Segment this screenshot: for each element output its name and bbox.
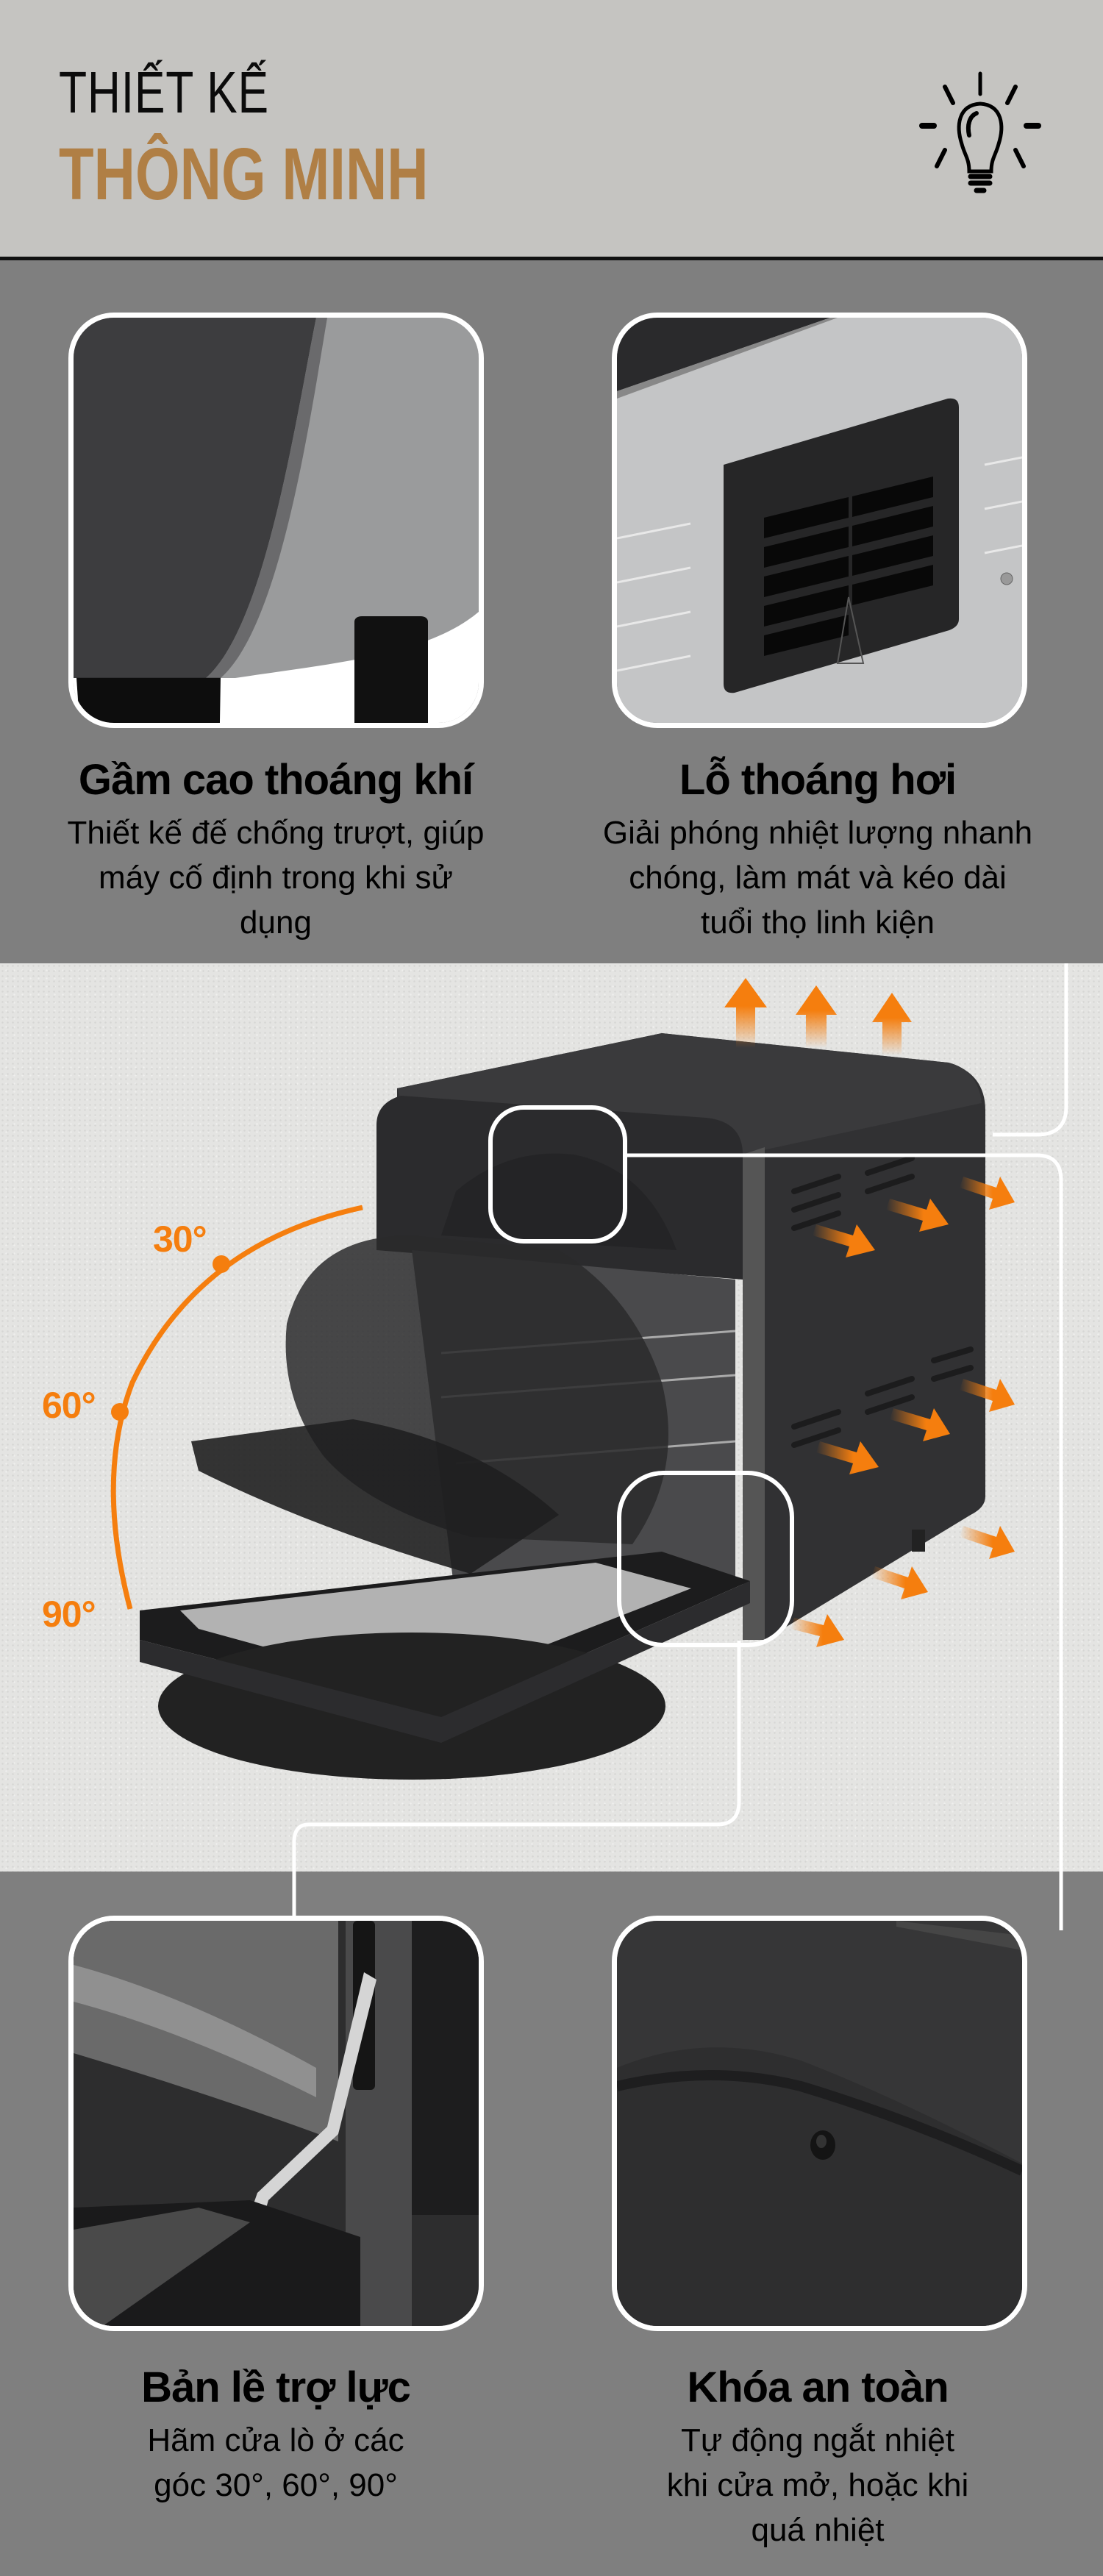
feature-caption-hinge: Bản lề trợ lực Hãm cửa lò ở các góc 30°,… (11, 2362, 540, 2508)
lightbulb-icon (918, 71, 1043, 197)
title-line-2: THÔNG MINH (59, 133, 429, 215)
feature-desc-line: Giải phóng nhiệt lượng nhanh (602, 815, 1033, 851)
feature-desc-line: tuổi thọ linh kiện (701, 905, 935, 941)
title-line-1: THIẾT KẾ (59, 60, 269, 125)
feature-image-vent (612, 313, 1027, 728)
feature-desc-line: Thiết kế đế chống trượt, giúp (67, 815, 485, 851)
header (0, 0, 1103, 257)
angle-label-90: 90° (42, 1594, 96, 1635)
feature-desc-line: khi cửa mở, hoặc khi (666, 2467, 969, 2503)
oven-illustration (0, 647, 1103, 1872)
feature-caption-vent: Lỗ thoáng hơi Giải phóng nhiệt lượng nha… (553, 754, 1082, 945)
feature-title: Bản lề trợ lực (141, 2363, 411, 2411)
feature-caption-safety-lock: Khóa an toàn Tự động ngắt nhiệt khi cửa … (553, 2362, 1082, 2552)
feature-desc-line: Tự động ngắt nhiệt (681, 2422, 954, 2458)
feature-title: Khóa an toàn (687, 2363, 949, 2411)
feature-desc-line: góc 30°, 60°, 90° (154, 2467, 398, 2503)
feature-desc-line: chóng, làm mát và kéo dài (629, 860, 1007, 896)
feature-image-hinge (68, 1916, 484, 2331)
feature-desc-line: máy cố định trong khi sử (99, 860, 453, 896)
angle-label-60: 60° (42, 1385, 96, 1426)
angle-label-30: 30° (153, 1219, 207, 1260)
feature-desc-line: quá nhiệt (751, 2512, 885, 2548)
feature-image-feet (68, 313, 484, 728)
feature-desc-line: Hãm cửa lò ở các (147, 2422, 404, 2458)
feature-desc-line: dụng (240, 905, 312, 941)
feature-title: Lỗ thoáng hơi (679, 756, 957, 804)
feature-image-safety-lock (612, 1916, 1027, 2331)
feature-caption-feet: Gầm cao thoáng khí Thiết kế đế chống trư… (11, 754, 540, 945)
feature-title: Gầm cao thoáng khí (78, 756, 474, 804)
header-divider (0, 257, 1103, 260)
